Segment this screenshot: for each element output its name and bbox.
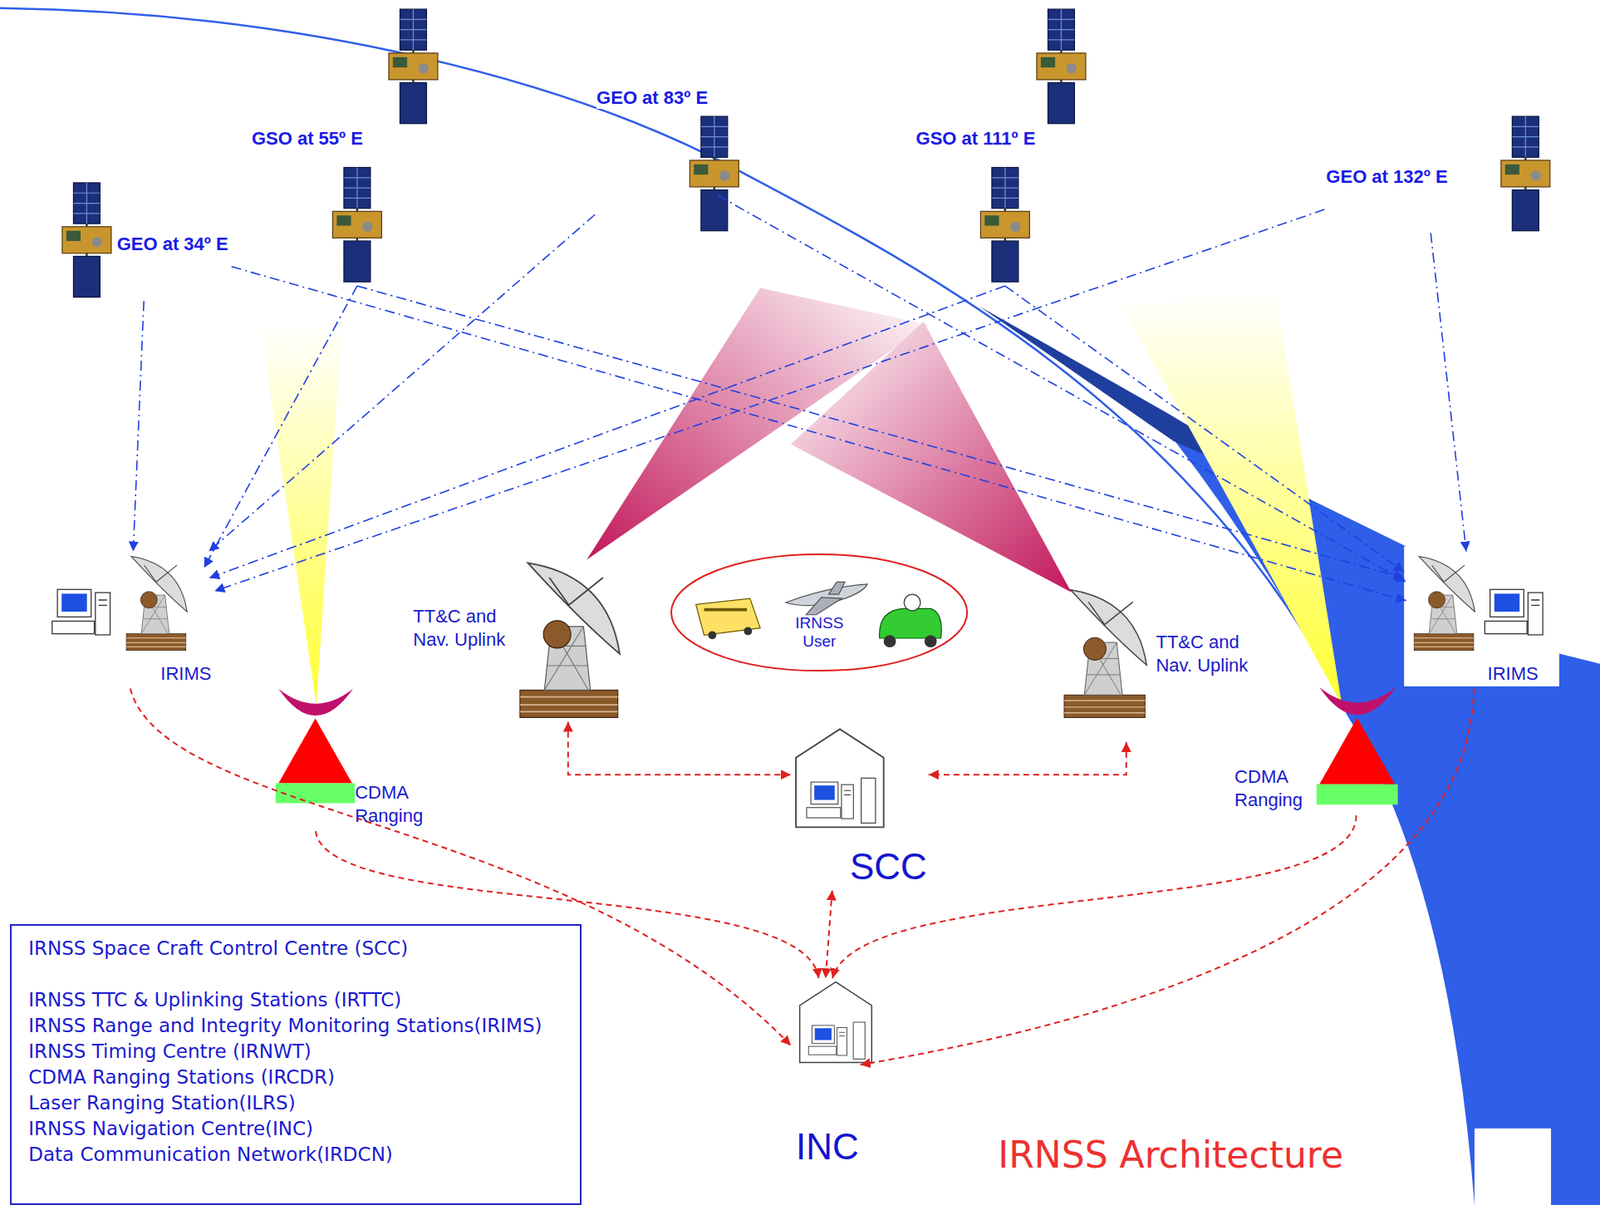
white-patch [1403,545,1560,686]
uplink-station: TT&C and Nav. Uplink [1060,566,1278,742]
diagram-title: IRNSS Architecture [997,1133,1344,1177]
satellite [332,167,382,283]
monitoring-station: IRIMS [45,551,215,689]
satellite-label: GSO at 55º E [250,126,365,152]
node-label: IRIMS [160,662,212,686]
wheel [743,626,752,635]
node-label: GEO at 83º E [596,87,708,109]
key-entry: IRNSS Space Craft Control Centre (SCC) [28,935,572,962]
uplink-station: TT&C and Nav. Uplink [407,551,637,722]
node-label: CDMA Ranging [1234,765,1319,812]
node-label: CDMA Ranging [354,780,439,828]
signal-line [357,285,1404,578]
computer [1484,588,1543,635]
signal-line [1005,285,1404,572]
data-link [928,741,1127,775]
antenna-dish [126,555,187,650]
ranging-beam [1122,290,1342,705]
signal-link [717,195,1407,582]
satellite [689,116,739,231]
wings [805,581,845,614]
key-entry: IRNSS Timing Centre (IRNWT) [28,1038,572,1065]
ellipse-outline [671,554,967,671]
driver [903,593,921,611]
data-link [860,688,1474,1066]
satellite-label: GSO at 111º E [914,126,1038,152]
node-label: GSO at 111º E [916,127,1036,150]
wheel [924,634,938,648]
cdma-station [1316,687,1399,805]
ellipse-outline [671,554,967,671]
signal-link [231,266,1407,601]
orbit-arc [0,8,1345,705]
bus-body [696,598,761,635]
node-label: IRIMS [1487,662,1539,686]
computer [52,588,111,635]
node-label: INC [795,1124,859,1169]
node-label: GSO at 55º E [251,127,364,150]
key-box: IRNSS Space Craft Control Centre (SCC) IR… [9,923,582,1205]
satellite-label: GEO at 34º E [61,183,232,301]
satellite [62,182,112,298]
wheel [707,630,717,639]
signal-link [132,300,144,551]
signal-link [208,214,595,551]
key-entry: IRNSS Navigation Centre(INC) [28,1115,572,1142]
antenna-dish [1413,555,1475,650]
control-centre: SCC [790,724,929,890]
cdma-station [275,688,356,804]
antenna-dish [1064,589,1147,718]
ranging-station: CDMA Ranging [1229,678,1399,815]
node-label: GEO at 34º E [117,233,229,256]
satellite [1036,9,1086,124]
navigation-centre: INC [790,977,861,1170]
data-link [832,814,1356,978]
satellite-label: GEO at 83º E [594,85,718,236]
key-entry: CDMA Ranging Stations (IRCDR) [28,1064,572,1090]
node-label: TT&C and Nav. Uplink [412,604,532,652]
satellite [388,9,438,124]
signal-lines [204,285,1405,578]
satellite-label: GEO at 132º E [1324,117,1524,233]
signal-link [214,209,1325,591]
ranging-station: CDMA Ranging [273,678,442,831]
key-entry: IRNSS TTC & Uplinking Stations (IRTTC) [28,986,572,1013]
node-label: SCC [849,844,928,889]
key-entry: IRNSS Range and Integrity Monitoring Sta… [28,1012,572,1039]
signal-line [209,285,1006,578]
satellite [980,167,1030,283]
node-label: GEO at 132º E [1325,166,1448,188]
car-icon [879,593,943,648]
bus-windows [704,608,748,612]
uplink-beam [790,321,1072,593]
node-label: TT&C and Nav. Uplink [1155,630,1275,678]
car-body [879,608,943,639]
signal-line [204,285,358,568]
bus-icon [696,598,761,639]
wheel [883,634,897,648]
key-entry: Data Communication Network(IRDCN) [28,1141,572,1168]
data-link [568,721,791,776]
data-link [825,889,833,978]
plane-icon [785,581,868,614]
ranging-beam [260,324,342,705]
key-entry: Laser Ranging Station(ILRS) [28,1089,572,1116]
monitoring-station: IRIMS [1406,551,1542,689]
satellite [1501,116,1551,231]
white-patch [1474,1128,1551,1205]
navigation-building [800,981,873,1063]
control-building [795,728,884,827]
user-ellipse: IRNSS User [671,554,967,671]
antenna-dish [520,562,620,717]
node-label: IRNSS User [787,613,851,651]
earth-band [1173,438,1600,1205]
signal-link [1430,232,1467,551]
